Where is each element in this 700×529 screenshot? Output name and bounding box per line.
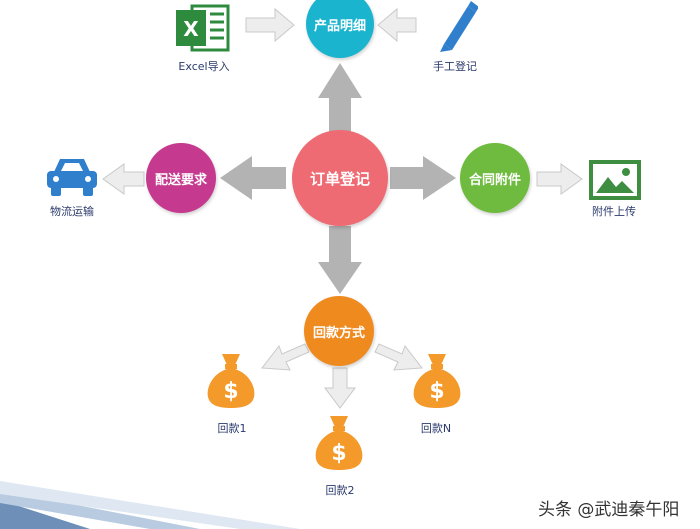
svg-text:$: $: [331, 441, 346, 466]
arrow-payment-to-payment1: [261, 343, 310, 371]
excel-icon: X: [176, 4, 230, 52]
arrow-to-delivery: [220, 156, 286, 200]
node-order-register-label: 订单登记: [309, 169, 370, 188]
node-contract-attachments-label: 合同附件: [468, 172, 521, 188]
arrow-payment-to-payment2: [324, 367, 356, 409]
node-product-details-label: 产品明细: [313, 18, 366, 34]
arrow-manual-to-product: [377, 7, 417, 43]
svg-text:$: $: [223, 379, 238, 404]
svg-text:X: X: [183, 17, 199, 41]
arrow-delivery-to-logistics: [102, 163, 145, 195]
arrow-to-product: [318, 63, 362, 135]
car-icon: [47, 159, 97, 196]
arrow-to-payment: [318, 226, 362, 294]
payment-n-label: 回款N: [420, 422, 452, 435]
logistics-label: 物流运输: [50, 205, 94, 218]
node-payment-method-label: 回款方式: [312, 325, 365, 341]
arrow-contract-to-attachment: [536, 163, 583, 195]
manual-register-label: 手工登记: [433, 60, 477, 73]
payment-1-label: 回款1: [217, 422, 247, 435]
arrow-excel-to-product: [245, 7, 295, 43]
node-order-register: 订单登记: [292, 130, 388, 226]
attachment-upload-label: 附件上传: [592, 205, 636, 218]
image-icon: [589, 160, 641, 200]
payment-2-label: 回款2: [325, 484, 355, 497]
arrow-to-contract: [390, 156, 456, 200]
node-delivery-requirements-label: 配送要求: [154, 172, 207, 188]
node-payment-method: 回款方式: [304, 296, 374, 366]
money-bag-icon: $: [315, 416, 363, 470]
node-product-details: 产品明细: [306, 0, 374, 58]
excel-import-label: Excel导入: [178, 60, 230, 73]
watermark: 头条 @武迪秦午阳: [538, 500, 680, 520]
money-bag-icon: $: [207, 354, 255, 408]
node-delivery-requirements: 配送要求: [146, 143, 216, 213]
pencil-icon: [440, 1, 478, 52]
money-bag-icon: $: [413, 354, 461, 408]
svg-text:$: $: [429, 379, 444, 404]
node-contract-attachments: 合同附件: [460, 143, 530, 213]
arrow-payment-to-paymentN: [374, 343, 423, 371]
